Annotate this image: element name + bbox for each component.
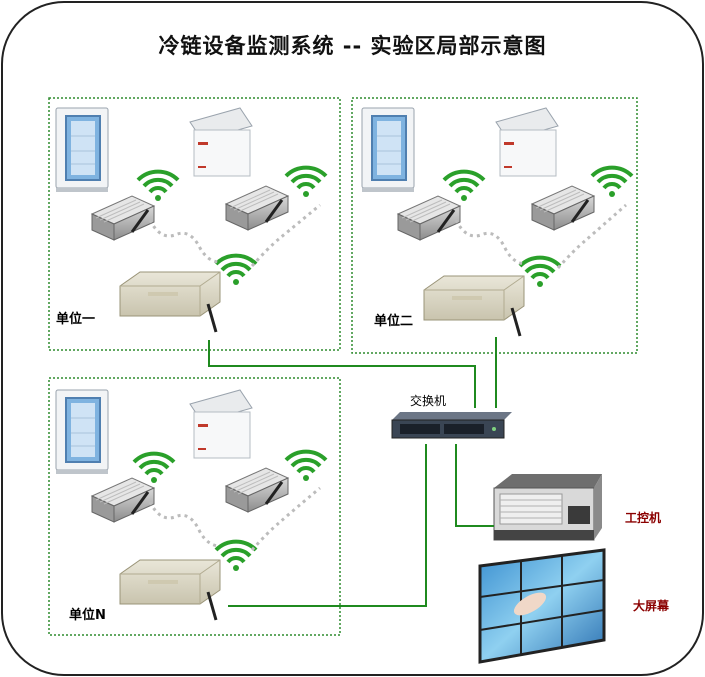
unit-label-2: 单位二 <box>374 314 414 329</box>
network-cables <box>208 337 497 607</box>
gateway-icon <box>118 270 222 334</box>
unit-box-n <box>48 377 341 636</box>
wifi-icon <box>132 451 176 485</box>
wifi-icon <box>284 165 328 199</box>
sensor-node-icon <box>396 194 462 242</box>
unit-label-n: 单位N <box>69 608 106 623</box>
wifi-icon <box>214 539 258 573</box>
unit-label-1: 单位一 <box>56 312 96 327</box>
sensor-node-icon <box>90 476 156 524</box>
cable-unit-1 <box>208 340 476 408</box>
gateway-icon <box>118 558 222 622</box>
unit-1-devices <box>55 107 328 334</box>
wifi-icon <box>442 169 486 203</box>
wireless-link <box>148 219 221 264</box>
switch-label: 交换机 <box>410 394 447 408</box>
sensor-node-icon <box>530 184 596 232</box>
wifi-icon <box>590 165 634 199</box>
sensor-node-icon <box>224 184 290 232</box>
ipc-label: 工控机 <box>625 511 662 525</box>
page-title: 冷链设备监测系统 -- 实验区局部示意图 <box>158 34 547 58</box>
wireless-link <box>148 501 221 548</box>
fridge-icon <box>55 389 109 475</box>
unit-2-devices <box>361 107 634 338</box>
gateway-icon <box>422 274 526 338</box>
freezer-icon <box>189 107 253 177</box>
sensor-node-icon <box>224 466 290 514</box>
cable-unit-n <box>228 444 427 607</box>
wifi-icon <box>518 255 562 289</box>
wifi-icon <box>214 253 258 287</box>
wifi-icon <box>136 169 180 203</box>
wireless-link <box>454 219 527 266</box>
wifi-icon <box>284 449 328 483</box>
unit-box-1 <box>48 97 341 351</box>
unit-box-2 <box>351 97 638 354</box>
freezer-icon <box>495 107 559 177</box>
freezer-icon <box>189 389 253 459</box>
industrial-pc-icon <box>493 474 602 541</box>
unit-n-devices <box>55 389 328 622</box>
screen-label: 大屏幕 <box>633 599 670 613</box>
fridge-icon <box>55 107 109 193</box>
network-switch <box>391 412 512 439</box>
cable-ipc <box>455 444 494 527</box>
fridge-icon <box>361 107 415 193</box>
video-wall-icon <box>478 548 606 664</box>
sensor-node-icon <box>90 194 156 242</box>
